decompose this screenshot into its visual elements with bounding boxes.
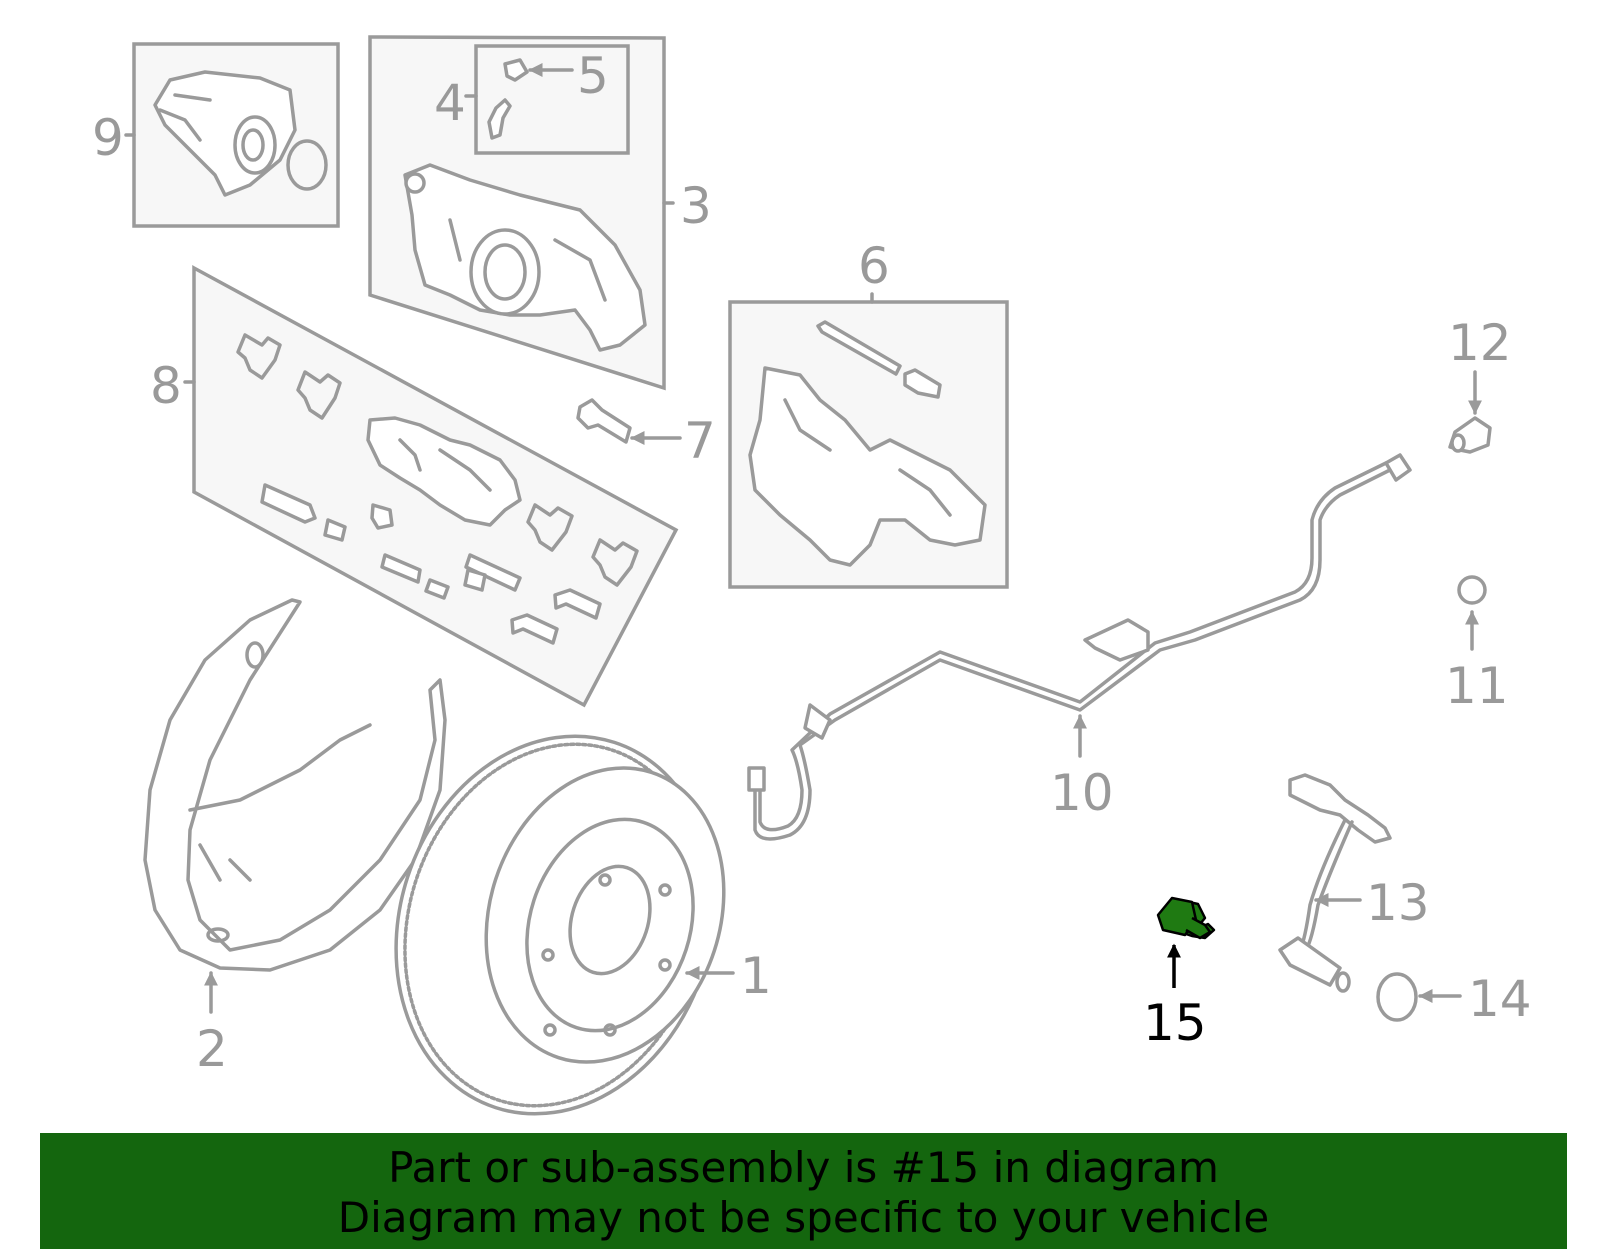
banner-line-2: Diagram may not be specific to your vehi… [337, 1193, 1270, 1242]
part-15-bolt-highlighted[interactable] [1156, 896, 1216, 940]
callout-3: 3 [680, 177, 712, 235]
part-4-bleeder-screw[interactable] [474, 44, 630, 155]
callout-15: 15 [1143, 994, 1207, 1052]
banner-line-1: Part or sub-assembly is #15 in diagram [388, 1143, 1219, 1192]
callout-9: 9 [92, 109, 124, 167]
part-3-caliper-assembly[interactable] [368, 35, 666, 391]
callout-12: 12 [1448, 314, 1512, 372]
callout-4: 4 [434, 74, 466, 132]
part-13-wheel-speed-sensor[interactable] [1278, 773, 1392, 993]
part-7-caliper-bolt[interactable] [576, 398, 632, 444]
part-12-bleeder-cap[interactable] [1448, 416, 1492, 454]
part-8-brake-pad-kit[interactable] [192, 265, 679, 708]
callout-8: 8 [150, 357, 182, 415]
callout-13: 13 [1366, 874, 1430, 932]
part-6-caliper-bracket[interactable] [728, 300, 1009, 589]
callout-6: 6 [858, 237, 890, 295]
part-9-parking-brake-motor[interactable] [132, 42, 340, 228]
callout-14: 14 [1468, 970, 1532, 1028]
part-1-brake-rotor[interactable] [348, 694, 761, 1155]
callout-7: 7 [684, 412, 716, 470]
part-2-dust-shield[interactable] [143, 598, 447, 972]
callout-11: 11 [1445, 657, 1509, 715]
callout-10: 10 [1050, 764, 1114, 822]
part-14-o-ring[interactable] [1376, 972, 1418, 1022]
part-10-brake-hose[interactable] [747, 453, 1412, 841]
part-11-plug[interactable] [1457, 575, 1487, 605]
callout-5: 5 [577, 47, 609, 105]
callout-2: 2 [196, 1020, 228, 1078]
info-banner: Part or sub-assembly is #15 in diagram D… [40, 1133, 1567, 1249]
callout-1: 1 [740, 947, 772, 1005]
part-5-bleeder-cap[interactable] [503, 58, 529, 82]
